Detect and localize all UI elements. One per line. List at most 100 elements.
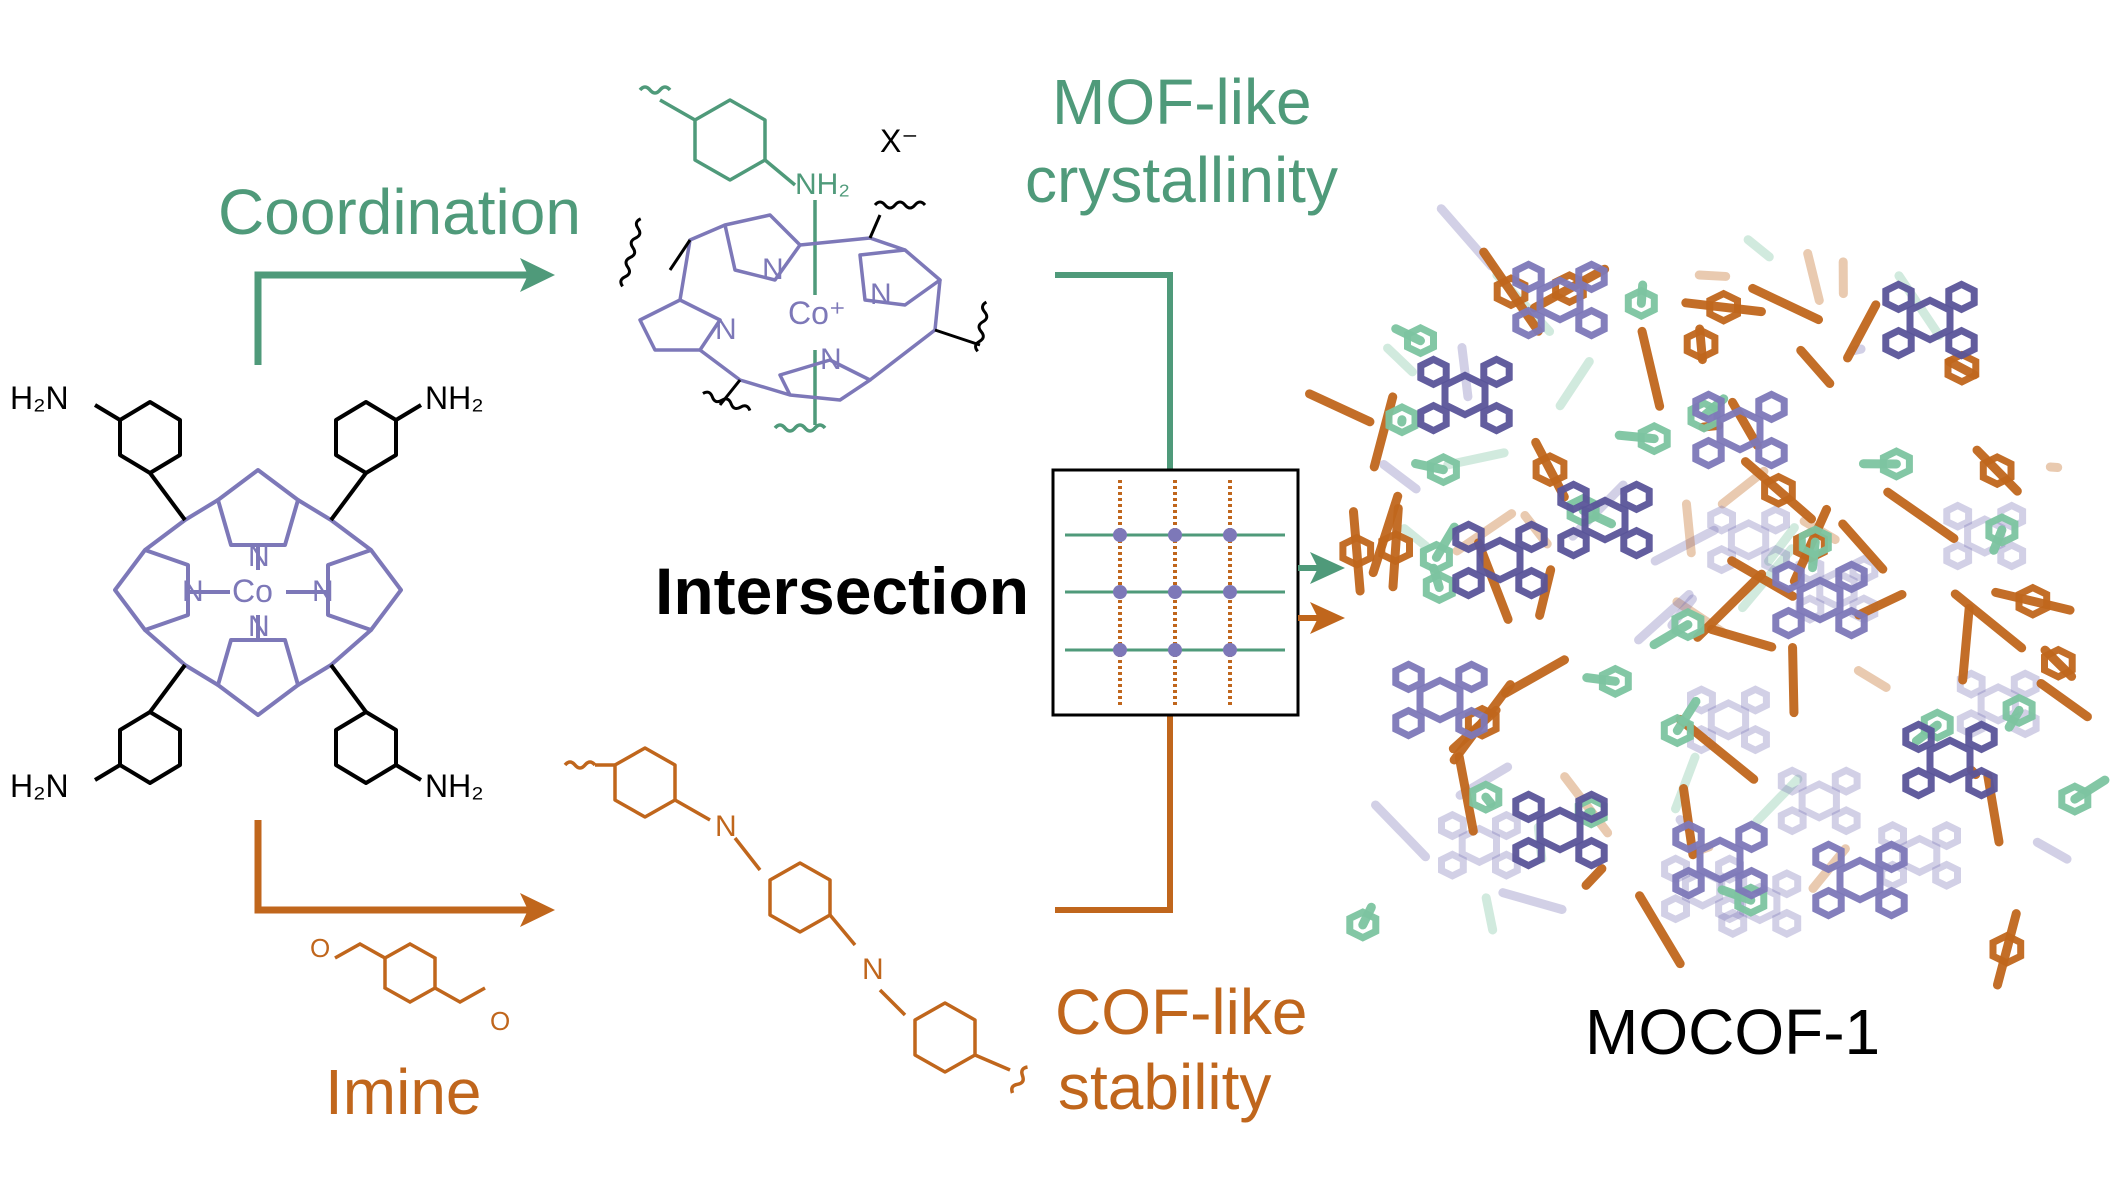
model-ring [2041, 645, 2076, 681]
model-bond [1992, 909, 2021, 990]
model-ring [1761, 472, 1796, 508]
model-ring [1480, 355, 1513, 389]
model-ring [1777, 806, 1807, 836]
mof-like-label-line1: MOF-like [1052, 66, 1312, 138]
model-ring [1735, 866, 1768, 900]
model-ring [1902, 766, 1935, 800]
model-ring [1943, 541, 1973, 571]
model-bond [1481, 792, 1496, 809]
model-ring [1882, 326, 1915, 360]
model-ring [1692, 436, 1725, 470]
model-bond [1650, 525, 1719, 566]
model-ring [1772, 560, 1805, 594]
intersection-lattice [1051, 468, 1300, 717]
nitrogen-left: N [182, 575, 204, 608]
model-bond [1681, 499, 1696, 558]
model-ring [1831, 766, 1861, 796]
model-bond [1582, 673, 1620, 686]
nitrogen-coord-3: N [715, 313, 737, 346]
model-ring [1438, 850, 1467, 880]
model-ring [1581, 496, 1629, 544]
model-ring [1706, 289, 1741, 325]
coordinated-amine-label: NH₂ [795, 168, 850, 201]
cobalt-cation-label: Co⁺ [788, 295, 846, 331]
model-ring [1997, 541, 2027, 571]
model-ring [1902, 720, 1935, 754]
model-ring [1512, 260, 1545, 294]
cobalt-label-left: Co [232, 573, 273, 609]
model-ring [1882, 280, 1915, 314]
model-bond [1717, 885, 1756, 905]
model-ring [1965, 766, 1998, 800]
model-bond [1958, 603, 1974, 685]
nitrogen-coord-1: N [762, 253, 784, 286]
aldehyde-oxygen-left: O [310, 933, 331, 963]
terephthalaldehyde-structure [334, 941, 486, 1005]
model-ring [1575, 260, 1608, 294]
mof-like-label-line2: crystallinity [1025, 144, 1338, 216]
model-ring [2015, 583, 2051, 619]
model-bond [1649, 620, 1693, 650]
model-ring [1620, 526, 1653, 560]
model-ring [1755, 436, 1788, 470]
model-ring [1672, 820, 1705, 854]
model-ring [1683, 326, 1719, 362]
model-bond [1883, 487, 1959, 543]
model-bond [1636, 280, 1648, 308]
model-bond [2036, 678, 2092, 722]
model-bond [1950, 589, 2027, 653]
model-ring [1492, 810, 1521, 841]
model-ring [1879, 447, 1913, 481]
imine-fragment [563, 746, 1028, 1094]
model-ring [1977, 683, 2019, 725]
model-ring [1452, 566, 1485, 600]
model-ring [1620, 480, 1653, 514]
model-ring [1798, 780, 1840, 822]
model-bond [1743, 235, 1774, 262]
aldehyde-oxygen-right: O [490, 1006, 511, 1036]
model-bond [1843, 300, 1881, 363]
model-bond [2004, 705, 2024, 732]
model-ring [1392, 706, 1425, 740]
model-ring [1452, 520, 1485, 554]
model-ring [1906, 296, 1954, 344]
amine-label-top-left: H₂N [10, 380, 69, 416]
model-bond [1853, 666, 1891, 692]
model-ring [2010, 669, 2040, 699]
model-ring [1835, 606, 1868, 640]
amine-label-bottom-right: NH₂ [425, 768, 484, 804]
amine-label-top-right: NH₂ [425, 380, 484, 416]
model-bond [1991, 587, 2075, 615]
model-bond [1581, 864, 1607, 890]
model-ring [1557, 480, 1590, 514]
model-ring [1598, 664, 1632, 699]
model-bond [1634, 589, 1694, 645]
model-ring [1687, 685, 1716, 715]
model-bond [1379, 459, 1421, 494]
model-ring [1835, 560, 1868, 594]
model-ring [1455, 660, 1488, 694]
model-bond [1707, 624, 1777, 652]
model-ring [1772, 869, 1802, 899]
model-ring [1557, 526, 1590, 560]
model-bond [1972, 445, 2022, 496]
coordination-label: Coordination [218, 176, 581, 248]
model-bond [1989, 525, 2007, 555]
model-bond [1748, 283, 1824, 325]
model-ring [1512, 836, 1545, 870]
model-bond [1358, 902, 1376, 930]
nitrogen-right: N [312, 575, 334, 608]
model-bond [1304, 389, 1375, 427]
model-ring [1515, 566, 1548, 600]
model-ring [1926, 736, 1974, 784]
model-bond [1481, 893, 1498, 935]
model-ring [1965, 720, 1998, 754]
model-bond [2045, 462, 2063, 472]
model-bond [1803, 249, 1824, 305]
model-ring [1944, 350, 1980, 386]
model-bond [1501, 655, 1570, 698]
model-ring [1755, 390, 1788, 424]
model-ring [1741, 685, 1770, 715]
imine-nitrogen-1: N [715, 810, 737, 843]
model-bond [1788, 643, 1799, 718]
